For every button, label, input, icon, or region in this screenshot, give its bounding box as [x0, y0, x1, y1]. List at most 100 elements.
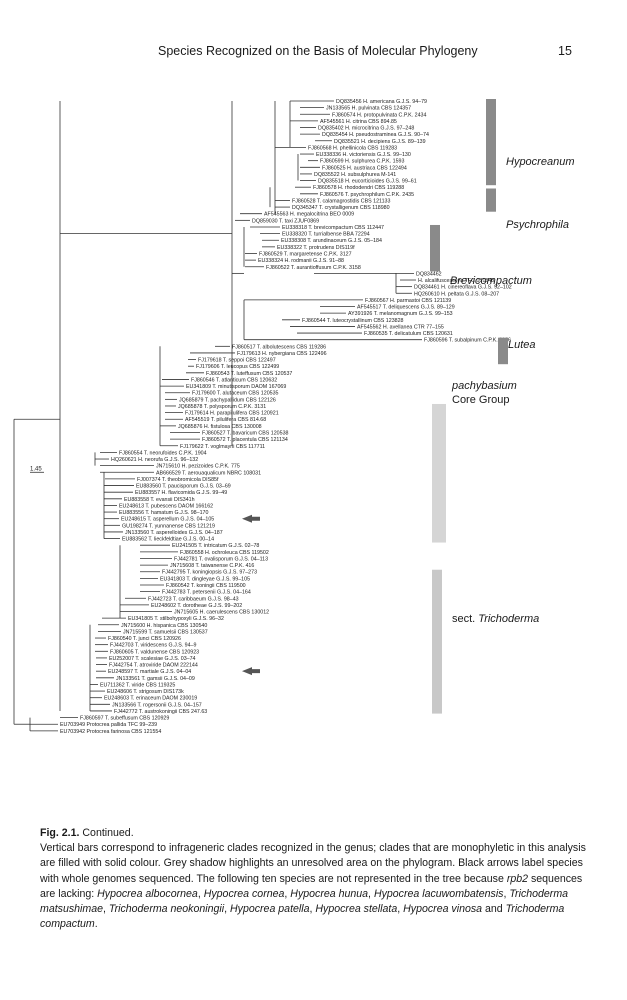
tree-tip-label: FJ860527 T. bavaricum CBS 120538 [202, 431, 289, 437]
tree-tip-label: FJ860597 T. subeffusum CBS 120929 [80, 716, 169, 722]
tree-tip-label: EU248597 T. martiale G.J.S. 04–04 [108, 669, 191, 675]
tree-tip-label: JQ685876 H. fistulosa CBS 130008 [178, 424, 262, 430]
tree-tip-label: JQ685878 T. polysporum C.P.K. 3131 [178, 404, 266, 410]
tree-tip-label: FJ442781 T. ovalisporum G.J.S. 04–113 [174, 556, 268, 562]
tree-tip-label: EU248613 T. pubescens DAOM 166162 [119, 503, 213, 509]
tree-tip-label: EU248603 T. erinaceum DAOM 230019 [104, 696, 197, 702]
caption-species: Trichoderma neokoningii [108, 903, 225, 916]
tree-tip-label: EU703942 Protocrea farinosa CBS 121554 [60, 729, 161, 735]
clade-bars: HypocreanumPsychrophilaBrevicompactumLut… [430, 99, 574, 714]
caption-text: Vertical bars correspond to infrageneric… [40, 842, 586, 885]
tree-tip-label: JN133560 T. asperelloides G.J.S. 04–187 [125, 530, 223, 536]
tree-tip-label: FJ860558 H. ochroleuca CBS 119502 [180, 550, 269, 556]
tree-tip-label: EU241505 T. intricatum G.J.S. 02–78 [172, 543, 259, 549]
clade-bar [432, 569, 442, 714]
caption-species-list: Hypocrea albocornea, Hypocrea cornea, Hy… [40, 887, 569, 916]
figure-caption: Fig. 2.1. Continued. Vertical bars corre… [40, 826, 595, 932]
tree-tip-label: DQ834461 H. cinereoflava G.J.S. 92–102 [414, 285, 512, 291]
tree-tip-label: FJ860574 H. protopulvinata C.P.K. 2434 [332, 112, 426, 118]
tree-tip-label: FJ860543 T. luteffusum CBS 120537 [206, 371, 292, 377]
tree-tip-label: JN715605 H. caerulescens CBS 130012 [174, 610, 269, 616]
tree-tip-label: EU883558 T. evansii DIS341h [124, 497, 195, 503]
tree-tip-labels: DQ835456 H. americana G.J.S. 94–79JN1335… [60, 99, 512, 735]
tree-tip-label: FJ007374 T. theobromicola DIS85f [137, 477, 219, 483]
tree-tip-label: FJ860567 H. parmastoi CBS 121139 [365, 298, 451, 304]
clade-label: Hypocreanum [506, 156, 574, 168]
tree-tip-label: FJ442723 T. caribbaeum G.J.S. 98–43 [148, 596, 239, 602]
tree-tip-label: FJ860546 T. atlanticum CBS 120632 [191, 377, 277, 383]
tree-tip-label: EU703949 Protocrea pallida TFC 99–239 [60, 722, 157, 728]
tree-tip-label: EU883562 T. lieckfeldtiae G.J.S. 00–14 [122, 537, 214, 543]
clade-label: Lutea [508, 339, 536, 351]
tree-tip-label: EU248606 T. strigosum DIS173k [107, 689, 184, 695]
tree-tip-label: JN715600 H. hispanica CBS 130540 [121, 623, 207, 629]
scale-bar-label: 1.45 [30, 466, 42, 472]
clade-sublabel: Core Group [452, 394, 509, 406]
clade-label: Psychrophila [506, 219, 569, 231]
page-header: Species Recognized on the Basis of Molec… [0, 0, 627, 70]
figure-label: Fig. 2.1. [40, 827, 80, 839]
caption-species: Hypocrea patella [230, 903, 310, 916]
clade-bar [432, 403, 446, 543]
tree-tip-label: EU883557 H. flavicomida G.J.S. 99–49 [135, 490, 227, 496]
tree-tip-label: JN715599 T. samuelsii CBS 130537 [123, 629, 208, 635]
tree-tip-label: AF545563 H. megalocitrina BEO 0009 [264, 212, 354, 218]
clade-label: pachybasium [451, 380, 517, 392]
tree-tip-label: AF545517 T. deliquescens G.J.S. 89–129 [357, 305, 455, 311]
tree-tip-label: EU341805 T. stilbohypoxyli G.J.S. 96–32 [128, 616, 224, 622]
tree-tip-label: AF545519 T. pilulifera CBS 814.68 [185, 417, 266, 423]
page-number: 15 [558, 44, 572, 58]
clade-label-part: Trichoderma [478, 613, 539, 625]
tree-tip-label: FJ860535 T. delicatulum CBS 120631 [364, 331, 453, 337]
tree-tip-label: H. alcalifuscescens TFC 181548 [418, 278, 494, 284]
caption-species: Hypocrea vinosa [403, 903, 483, 916]
genome-arrow-icon [242, 514, 260, 523]
tree-tip-label: FJ860542 T. koningii CBS 119500 [166, 583, 246, 589]
clade-bar [486, 99, 496, 186]
tree-tip-label: EU883556 T. hamatum G.J.S. 98–170 [119, 510, 208, 516]
tree-tip-label: FJ179622 T. voglmayrii CBS 117711 [180, 444, 265, 450]
tree-tip-label: DQ345347 T. crystalligenum CBS 118980 [292, 205, 390, 211]
caption-species: Hypocrea hunua [290, 887, 369, 900]
tree-tip-label: EU252007 T. scalesiae G.J.S. 03–74 [109, 656, 196, 662]
tree-tip-label: AB666529 T. aerouaqualicum NBRC 108031 [156, 470, 261, 476]
caption-species: Hypocrea lacuwombatensis [373, 887, 504, 900]
tree-tip-label: HQ260621 H. neorufa G.J.S. 96–132 [111, 457, 198, 463]
tree-tip-label: FJ442783 T. petersenii G.J.S. 04–164 [162, 590, 251, 596]
tree-tip-label: FJ860544 T. luteocrystallinum CBS 123828 [302, 318, 404, 324]
caption-text-2: sequences are lacking: [40, 872, 583, 900]
tree-tip-label: FJ860517 T. albolutescens CBS 119286 [232, 344, 326, 350]
tree-tip-label: DQ834462 [416, 271, 442, 277]
tree-tip-label: DQ835521 H. decipiens G.J.S. 89–139 [334, 139, 426, 145]
tree-tip-label: FJ179618 T. seppoi CBS 122497 [198, 358, 276, 364]
tree-tip-label: EU711362 T. viride CBS 119325 [100, 682, 175, 688]
tree-tip-label: AY391926 T. melanomagnum G.J.S. 99–153 [348, 311, 453, 317]
tree-tip-label: FJ442703 T. viridescens G.J.S. 94–9 [110, 643, 197, 649]
genome-arrow-icon [242, 667, 260, 676]
tree-tip-label: EU248615 T. asperellum G.J.S. 04–105 [121, 517, 214, 523]
tree-tip-label: EU338320 T. turrialbense BBA 72294 [282, 232, 370, 238]
tree-tip-label: HQ260610 H. peltata G.J.S. 08–207 [414, 291, 499, 297]
tree-tip-label: FJ179614 H. parapilulifera CBS 120921 [185, 411, 279, 417]
tree-tip-label: FJ860529 T. margaretense C.P.K. 3127 [259, 251, 352, 257]
tree-tip-label: FJ860525 H. austriaca CBS 122494 [322, 165, 407, 171]
clade-label: sect. Trichoderma [452, 613, 539, 625]
tree-tip-label: FJ860596 T. subalpinum C.P.K. 3126 [424, 338, 511, 344]
tree-tip-label: FJ179613 H. nybergiana CBS 122496 [237, 351, 327, 357]
genome-arrows [242, 514, 260, 676]
caption-last-species: Trichoderma compactum [40, 903, 565, 931]
tree-tip-label: FJ860522 T. aurantioffusum C.P.K. 3158 [266, 265, 361, 271]
tree-tip-label: EU883560 T. paucisporum G.J.S. 03–69 [136, 484, 231, 490]
phylogenetic-tree: DQ835456 H. americana G.J.S. 94–79JN1335… [13, 99, 574, 735]
clade-label: Brevicompactum [450, 275, 532, 287]
caption-gene: rpb2 [506, 872, 529, 885]
tree-tip-label: AF545561 H. citrina CBS 894.85 [320, 119, 397, 125]
tree-tip-label: FJ860554 T. neorufoides C.P.K. 1904 [119, 450, 207, 456]
tree-tip-label: FJ179606 T. leucopus CBS 122499 [196, 364, 279, 370]
caption-end: . [94, 918, 98, 931]
tree-tip-label: EU338308 T. arundinaceum G.J.S. 05–184 [281, 238, 382, 244]
tree-tip-label: JN133561 T. gamsii G.J.S. 04–09 [116, 676, 195, 682]
tree-tip-label: FJ860599 H. sulphurea C.P.K. 1593 [320, 159, 404, 165]
tree-tip-label: FJ179600 T. alutaceum CBS 120535 [192, 391, 279, 397]
tree-tip-label: GU198274 T. yunnanense CBS 121219 [122, 523, 215, 529]
